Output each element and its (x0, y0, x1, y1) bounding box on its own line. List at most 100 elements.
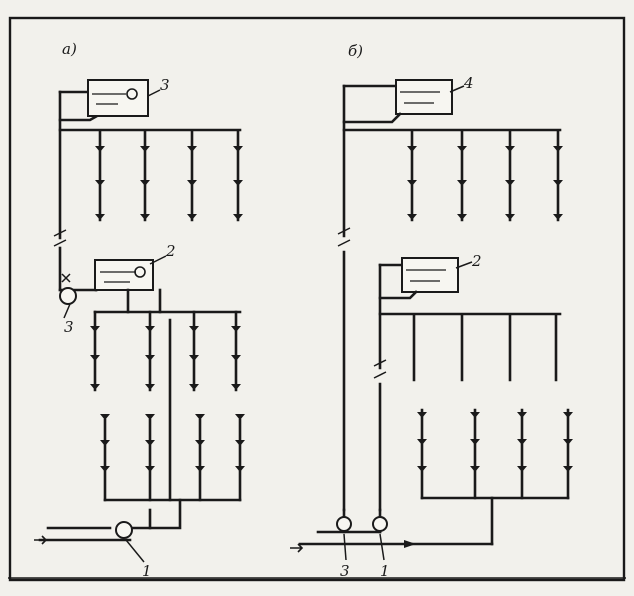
faucet-icon (417, 466, 427, 472)
pump-3-icon (336, 516, 352, 532)
callout-tank-top-b: 4 (463, 74, 474, 92)
faucet-icon (235, 414, 245, 420)
faucet-icon (417, 439, 427, 445)
callout-pump-right-b: 1 (380, 562, 390, 580)
faucet-icon (517, 439, 527, 445)
callout-leader (147, 89, 161, 97)
top-tank-bypass (342, 112, 402, 124)
tank-middle-b (401, 257, 459, 293)
faucet-icon (140, 180, 150, 186)
faucet-icon (233, 180, 243, 186)
faucet-icon (189, 384, 199, 390)
callout-pump-middle-a: 3 (64, 318, 74, 336)
pump-discharge-pipe (128, 498, 182, 530)
faucet-icon (517, 412, 527, 418)
faucet-icon (407, 180, 417, 186)
faucet-icon (407, 146, 417, 152)
faucet-icon (457, 180, 467, 186)
flow-arrow-icon (34, 535, 48, 545)
pump-bottom-icon (115, 521, 133, 539)
faucet-icon (563, 439, 573, 445)
faucet-icon (505, 146, 515, 152)
faucet-icon (195, 414, 205, 420)
tank-top (395, 79, 453, 115)
faucet-icon (195, 440, 205, 446)
faucet-icon (553, 180, 563, 186)
callout-pump-bottom-a: 1 (142, 562, 152, 580)
scheme-b: б) 4 2 (290, 42, 570, 580)
faucet-icon (187, 146, 197, 152)
callout-leader-pump-3 (343, 533, 347, 561)
faucet-icon (553, 146, 563, 152)
faucet-icon (233, 214, 243, 220)
callout-leader-pump-bottom (125, 539, 145, 563)
faucet-icon (407, 214, 417, 220)
tank-upper (87, 79, 149, 117)
faucet-icon (517, 466, 527, 472)
faucet-icon (145, 355, 155, 361)
scheme-a: а) 3 2 (34, 40, 242, 580)
faucet-icon (145, 384, 155, 390)
faucet-icon (231, 326, 241, 332)
faucet-icon (470, 466, 480, 472)
faucet-icon (470, 412, 480, 418)
faucet-icon (145, 466, 155, 472)
faucet-icon (145, 440, 155, 446)
callout-leader-pump-1 (379, 533, 385, 561)
faucet-icon (195, 466, 205, 472)
callout-tank-middle-a: 2 (165, 242, 176, 260)
scheme-a-label: а) (62, 40, 77, 58)
faucet-icon (95, 180, 105, 186)
faucet-icon (235, 440, 245, 446)
callout-leader-tank-mid-b (455, 261, 473, 269)
callout-tank-upper-a: 3 (160, 76, 170, 94)
callout-leader-pump-mid (63, 303, 71, 319)
float-valve-icon (126, 88, 138, 100)
faucet-icon (553, 214, 563, 220)
faucet-icon (95, 146, 105, 152)
callout-leader-mid (149, 255, 167, 265)
faucet-icon (505, 180, 515, 186)
check-valve-icon (404, 540, 416, 548)
faucet-icon (90, 326, 100, 332)
faucet-icon (189, 355, 199, 361)
callout-tank-middle-b: 2 (471, 252, 482, 270)
faucet-icon (189, 326, 199, 332)
faucet-icon (100, 414, 110, 420)
pipe-break-mark (53, 229, 67, 247)
faucet-group (90, 146, 573, 472)
mid-tank-bypass-b (378, 290, 418, 300)
faucet-icon (140, 214, 150, 220)
faucet-icon (140, 146, 150, 152)
faucet-icon (505, 214, 515, 220)
faucet-icon (95, 214, 105, 220)
faucet-icon (100, 440, 110, 446)
valve-icon (61, 273, 71, 283)
faucet-icon (417, 412, 427, 418)
pipe-break-mark-b2 (373, 359, 387, 379)
faucet-icon (187, 214, 197, 220)
float-valve-icon-mid (134, 266, 146, 278)
callout-leader-tank-top (449, 85, 465, 93)
faucet-icon (90, 355, 100, 361)
diagram-frame (8, 16, 626, 582)
faucet-icon (145, 326, 155, 332)
faucet-icon (100, 466, 110, 472)
pump-1-icon (372, 516, 388, 532)
faucet-icon (235, 466, 245, 472)
scheme-b-label: б) (348, 42, 363, 60)
faucet-icon (563, 466, 573, 472)
pipe-break-mark-b (337, 227, 351, 247)
faucet-icon (187, 180, 197, 186)
faucet-icon (457, 214, 467, 220)
faucet-icon (233, 146, 243, 152)
faucet-icon (90, 384, 100, 390)
faucet-icon (470, 439, 480, 445)
faucet-icon (145, 414, 155, 420)
faucet-icon (231, 384, 241, 390)
faucet-icon (457, 146, 467, 152)
pump-middle-icon (59, 287, 77, 305)
faucet-icon (231, 355, 241, 361)
callout-pump-left-b: 3 (340, 562, 350, 580)
